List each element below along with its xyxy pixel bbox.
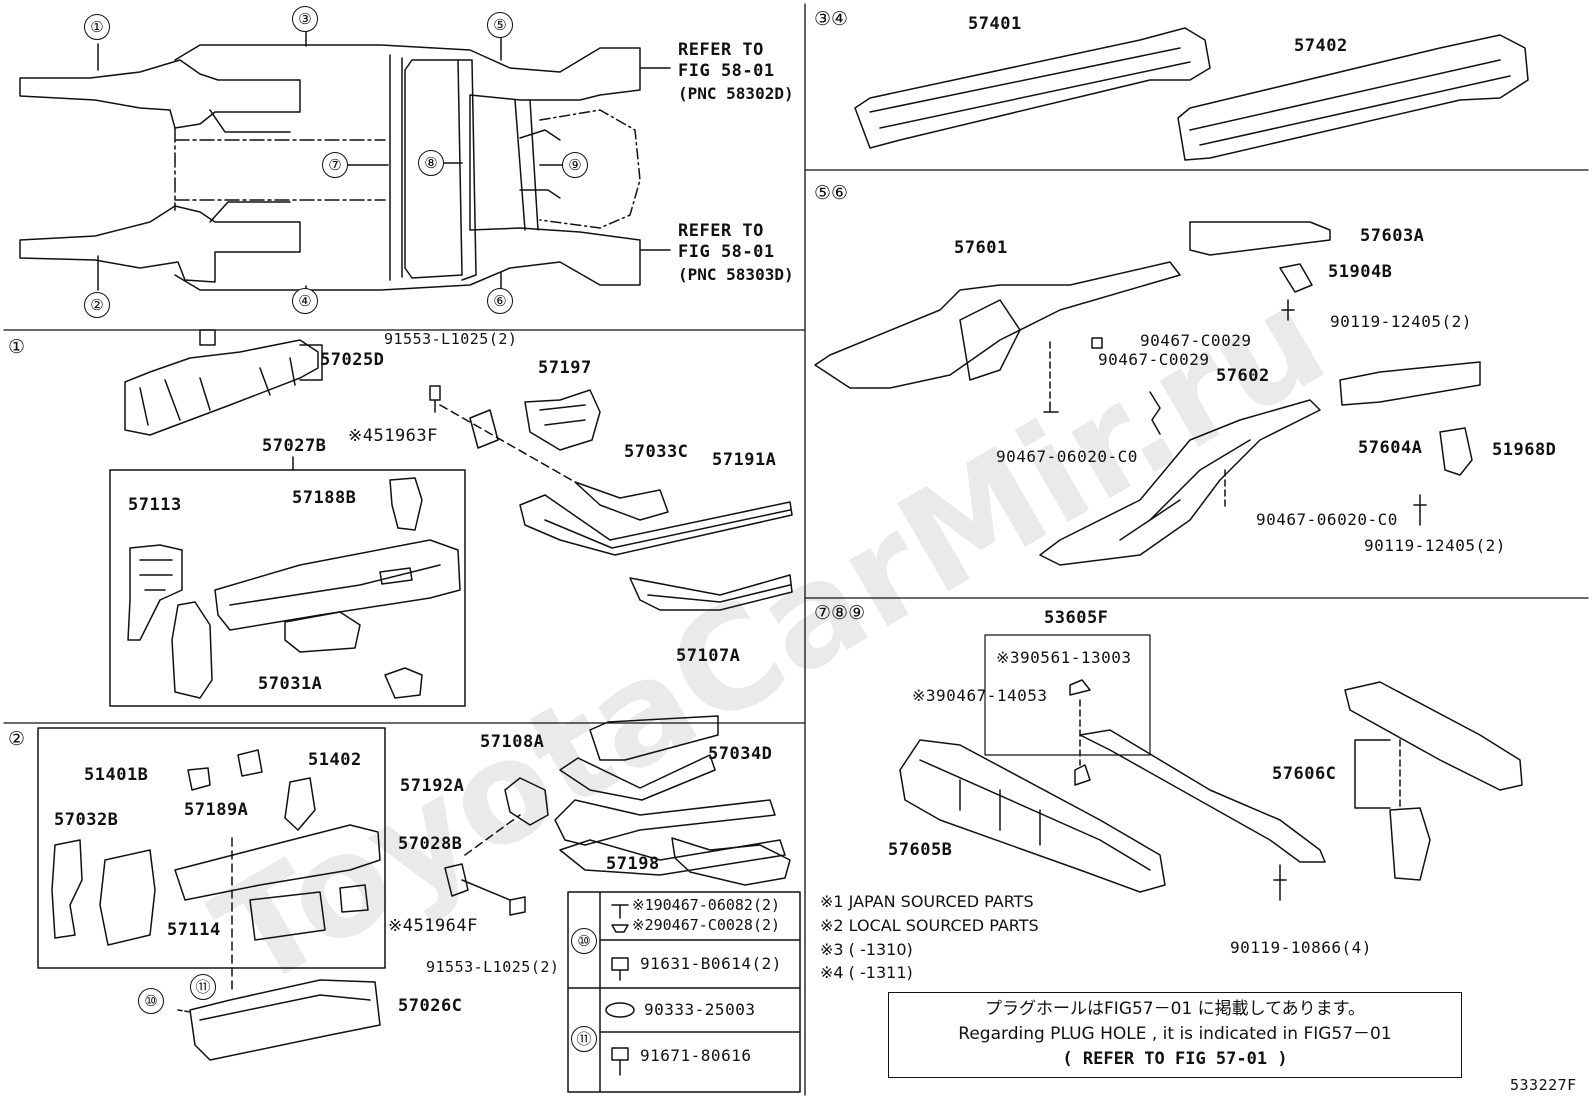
callout-10: ⑩ bbox=[138, 988, 164, 1014]
label-57401: 57401 bbox=[968, 14, 1022, 34]
label-57601: 57601 bbox=[954, 238, 1008, 258]
plug-note-line-en: Regarding PLUG HOLE , it is indicated in… bbox=[958, 1024, 1392, 1044]
refer-top-line1: REFER TO bbox=[678, 40, 764, 60]
label-57033C: 57033C bbox=[624, 442, 689, 462]
callout-2: ② bbox=[84, 292, 110, 318]
label-90467-06020-C0-b: 90467-06020-C0 bbox=[1256, 510, 1398, 529]
refer-top-line2: FIG 58-01 bbox=[678, 61, 775, 81]
table-callout-10: ⑩ bbox=[571, 928, 597, 954]
refer-bottom-line1: REFER TO bbox=[678, 221, 764, 241]
refer-bottom-line3: (PNC 58303D) bbox=[678, 265, 794, 284]
plug-hole-note: プラグホールはFIG57－01 に掲載してあります。 Regarding PLU… bbox=[888, 992, 1462, 1078]
label-91553-L1025-a: 91553-L1025(2) bbox=[384, 330, 518, 348]
label-57027B: 57027B bbox=[262, 436, 327, 456]
refer-top-line3: (PNC 58302D) bbox=[678, 84, 794, 103]
label-90119-10866: 90119-10866(4) bbox=[1230, 938, 1372, 957]
section56-drawing bbox=[814, 221, 1481, 566]
label-57192A: 57192A bbox=[400, 776, 465, 796]
table-row-10b: ※290467-C0028(2) bbox=[632, 916, 781, 934]
callout-3: ③ bbox=[292, 6, 318, 32]
label-57606C: 57606C bbox=[1272, 764, 1337, 784]
section1-drawing bbox=[109, 329, 793, 707]
label-57025D: 57025D bbox=[320, 350, 385, 370]
label-57114: 57114 bbox=[167, 920, 221, 940]
section56-title: ⑤⑥ bbox=[814, 182, 849, 204]
section2-title: ② bbox=[8, 728, 26, 750]
label-51904B: 51904B bbox=[1328, 262, 1393, 282]
label-57602: 57602 bbox=[1216, 366, 1270, 386]
table-row-11a: 90333-25003 bbox=[644, 1000, 756, 1019]
table-callout-11: ⑪ bbox=[571, 1026, 597, 1052]
label-90467-C0029-a: 90467-C0029 bbox=[1140, 331, 1252, 350]
label-51968D: 51968D bbox=[1492, 440, 1557, 460]
label-57189A: 57189A bbox=[184, 800, 249, 820]
callout-4: ④ bbox=[292, 288, 318, 314]
section789-title: ⑦⑧⑨ bbox=[814, 602, 866, 624]
section-dividers bbox=[3, 3, 1589, 1096]
label-90119-12405-a: 90119-12405(2) bbox=[1330, 312, 1472, 331]
label-57604A: 57604A bbox=[1358, 438, 1423, 458]
note-japan-sourced: ※1 JAPAN SOURCED PARTS bbox=[820, 892, 1034, 911]
label-91553-L1025-b: 91553-L1025(2) bbox=[426, 958, 560, 976]
label-90467-C0029-b: 90467-C0029 bbox=[1098, 350, 1210, 369]
callout-6: ⑥ bbox=[487, 288, 513, 314]
callout-7: ⑦ bbox=[322, 152, 348, 178]
label-51402: 51402 bbox=[308, 750, 362, 770]
label-57113: 57113 bbox=[128, 495, 182, 515]
table-row-10c: 91631-B0614(2) bbox=[640, 954, 782, 973]
label-57031A: 57031A bbox=[258, 674, 323, 694]
section789-drawing bbox=[899, 634, 1523, 901]
table-row-10a: ※190467-06082(2) bbox=[632, 896, 781, 914]
label-57197: 57197 bbox=[538, 358, 592, 378]
callout-5: ⑤ bbox=[487, 12, 513, 38]
table-row-11b: 91671-80616 bbox=[640, 1046, 752, 1065]
refer-bottom-line2: FIG 58-01 bbox=[678, 242, 775, 262]
label-90467-14053: ※390467-14053 bbox=[912, 686, 1048, 705]
label-57026C: 57026C bbox=[398, 996, 463, 1016]
figure-id: 533227F bbox=[1510, 1076, 1577, 1094]
label-57605B: 57605B bbox=[888, 840, 953, 860]
note-4: ※4 ( -1311) bbox=[820, 963, 913, 982]
label-90561-13003: ※390561-13003 bbox=[996, 648, 1132, 667]
label-57198: 57198 bbox=[606, 854, 660, 874]
callout-1: ① bbox=[84, 14, 110, 40]
label-57188B: 57188B bbox=[292, 488, 357, 508]
note-3: ※3 ( -1310) bbox=[820, 940, 913, 959]
label-57402: 57402 bbox=[1294, 36, 1348, 56]
label-57032B: 57032B bbox=[54, 810, 119, 830]
label-90119-12405-b: 90119-12405(2) bbox=[1364, 536, 1506, 555]
plug-note-line-ref: ( REFER TO FIG 57-01 ) bbox=[1062, 1049, 1288, 1069]
label-51964F: ※451964F bbox=[388, 916, 478, 936]
label-53605F: 53605F bbox=[1044, 608, 1109, 628]
note-local-sourced: ※2 LOCAL SOURCED PARTS bbox=[820, 916, 1039, 935]
section1-title: ① bbox=[8, 336, 26, 358]
callout-8: ⑧ bbox=[418, 150, 444, 176]
label-57028B: 57028B bbox=[398, 834, 463, 854]
label-51963F: ※451963F bbox=[348, 426, 438, 446]
section34-title: ③④ bbox=[814, 8, 849, 30]
plug-note-line-jp: プラグホールはFIG57－01 に掲載してあります。 bbox=[985, 999, 1365, 1019]
overview-frame-drawing bbox=[19, 29, 671, 291]
label-57603A: 57603A bbox=[1360, 226, 1425, 246]
label-90467-06020-C0-a: 90467-06020-C0 bbox=[996, 447, 1138, 466]
callout-11: ⑪ bbox=[190, 974, 216, 1000]
section34-drawing bbox=[854, 27, 1529, 161]
label-57107A: 57107A bbox=[676, 646, 741, 666]
label-57034D: 57034D bbox=[708, 744, 773, 764]
label-57108A: 57108A bbox=[480, 732, 545, 752]
label-57191A: 57191A bbox=[712, 450, 777, 470]
callout-9: ⑨ bbox=[562, 152, 588, 178]
section2-drawing bbox=[37, 715, 801, 1093]
label-51401B: 51401B bbox=[84, 765, 149, 785]
